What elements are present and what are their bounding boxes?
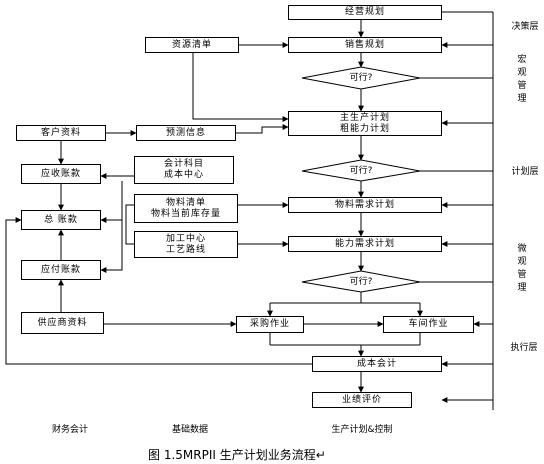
box-jiagong-zhongxin: 加工中心 工艺路线 (134, 231, 238, 258)
label-jihua: 计划层 (511, 167, 539, 177)
box-yeji-pingjia: 业绩评价 (312, 392, 412, 408)
decision-diamond-2 (301, 159, 421, 182)
box-zhu-shengchan-jihua: 主生产计划 粗能力计划 (288, 111, 442, 136)
box-chengben-kuaiji: 成本会计 (312, 356, 442, 372)
label-shengchan: 生产计划&控制 (331, 425, 393, 435)
box-wuliao-xuqiu: 物料需求计划 (288, 197, 442, 213)
decision-diamond-3 (301, 270, 421, 293)
figure-caption: 图 1.5MRPII 生产计划业务流程↵ (148, 448, 326, 462)
box-yingfu-zhangkuan: 应付账款 (21, 260, 101, 280)
box-gongyingshang: 供应商资料 (21, 312, 104, 334)
decision-label-3: 可行? (349, 277, 373, 287)
label-hongguan: 宏 观 管 理 (517, 55, 527, 104)
label-jichu: 基础数据 (171, 425, 208, 435)
box-zong-zhangkuan: 总 账款 (21, 210, 101, 230)
label-weiguan: 微 观 管 理 (517, 244, 527, 293)
label-juece: 决策层 (511, 22, 539, 32)
box-kuaiji-kemu: 会计科目 成本中心 (134, 156, 234, 184)
box-kehu-ziliao: 客户资料 (16, 125, 106, 141)
decision-label-2: 可行? (349, 166, 373, 176)
box-yingshou-zhangkuan: 应收账款 (21, 164, 101, 184)
box-chejian-zuoye: 车间作业 (383, 316, 474, 333)
box-wuliao-qingdan: 物料清单 物料当前库存量 (134, 194, 238, 223)
box-caigou-zuoye: 采购作业 (236, 316, 304, 333)
box-ziyuan-qingdan: 资源清单 (145, 37, 239, 53)
label-caiwu: 财务会计 (51, 425, 88, 435)
box-nengli-xuqiu: 能力需求计划 (288, 236, 442, 252)
label-zhixing: 执行层 (510, 343, 538, 353)
decision-label-1: 可行? (349, 73, 373, 83)
box-xiaoshou-guihua: 销售规划 (288, 37, 442, 53)
decision-diamond-1 (301, 66, 421, 90)
box-jingying-guihua: 经营规划 (288, 5, 442, 20)
box-yuce-xinxi: 预测信息 (136, 125, 236, 141)
